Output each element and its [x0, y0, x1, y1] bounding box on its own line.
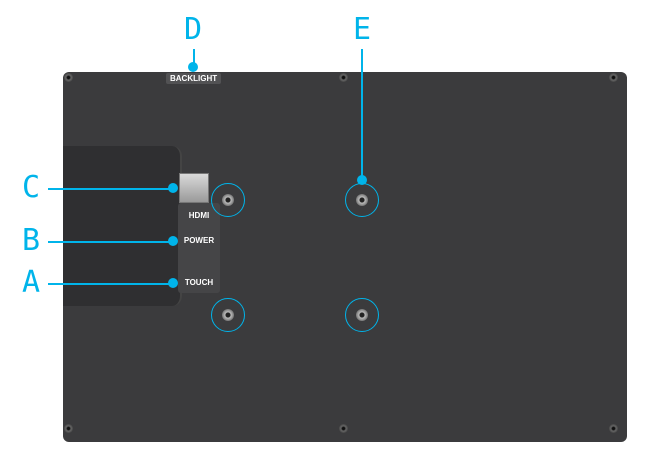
- callout-line-c: [48, 188, 173, 190]
- power-label: POWER: [183, 236, 215, 245]
- callout-line-b: [48, 241, 173, 243]
- hdmi-label: HDMI: [188, 211, 210, 220]
- callout-letter-e: E: [352, 12, 372, 47]
- screw-icon: [609, 424, 618, 433]
- callout-letter-d: D: [183, 12, 203, 47]
- screw-icon: [339, 424, 348, 433]
- callout-line-e: [361, 49, 363, 179]
- highlight-ring: [345, 183, 379, 217]
- backlight-label: BACKLIGHT: [166, 73, 222, 84]
- screw-icon: [339, 73, 348, 82]
- screw-icon: [64, 424, 73, 433]
- hdmi-port: [179, 173, 209, 203]
- callout-dot-b: [168, 236, 178, 246]
- screw-icon: [64, 73, 73, 82]
- callout-line-a: [48, 283, 173, 285]
- callout-dot-d: [188, 62, 198, 72]
- callout-letter-b: B: [21, 223, 41, 258]
- screw-icon: [609, 73, 618, 82]
- highlight-ring: [345, 298, 379, 332]
- callout-dot-a: [168, 278, 178, 288]
- touch-label: TOUCH: [184, 278, 214, 287]
- callout-letter-c: C: [21, 170, 41, 205]
- highlight-ring: [211, 298, 245, 332]
- callout-dot-e: [357, 175, 367, 185]
- highlight-ring: [211, 183, 245, 217]
- callout-letter-a: A: [21, 265, 41, 300]
- callout-line-d: [193, 49, 195, 66]
- connector-recess: [63, 146, 182, 306]
- callout-dot-c: [168, 183, 178, 193]
- port-label-strip: [178, 203, 220, 293]
